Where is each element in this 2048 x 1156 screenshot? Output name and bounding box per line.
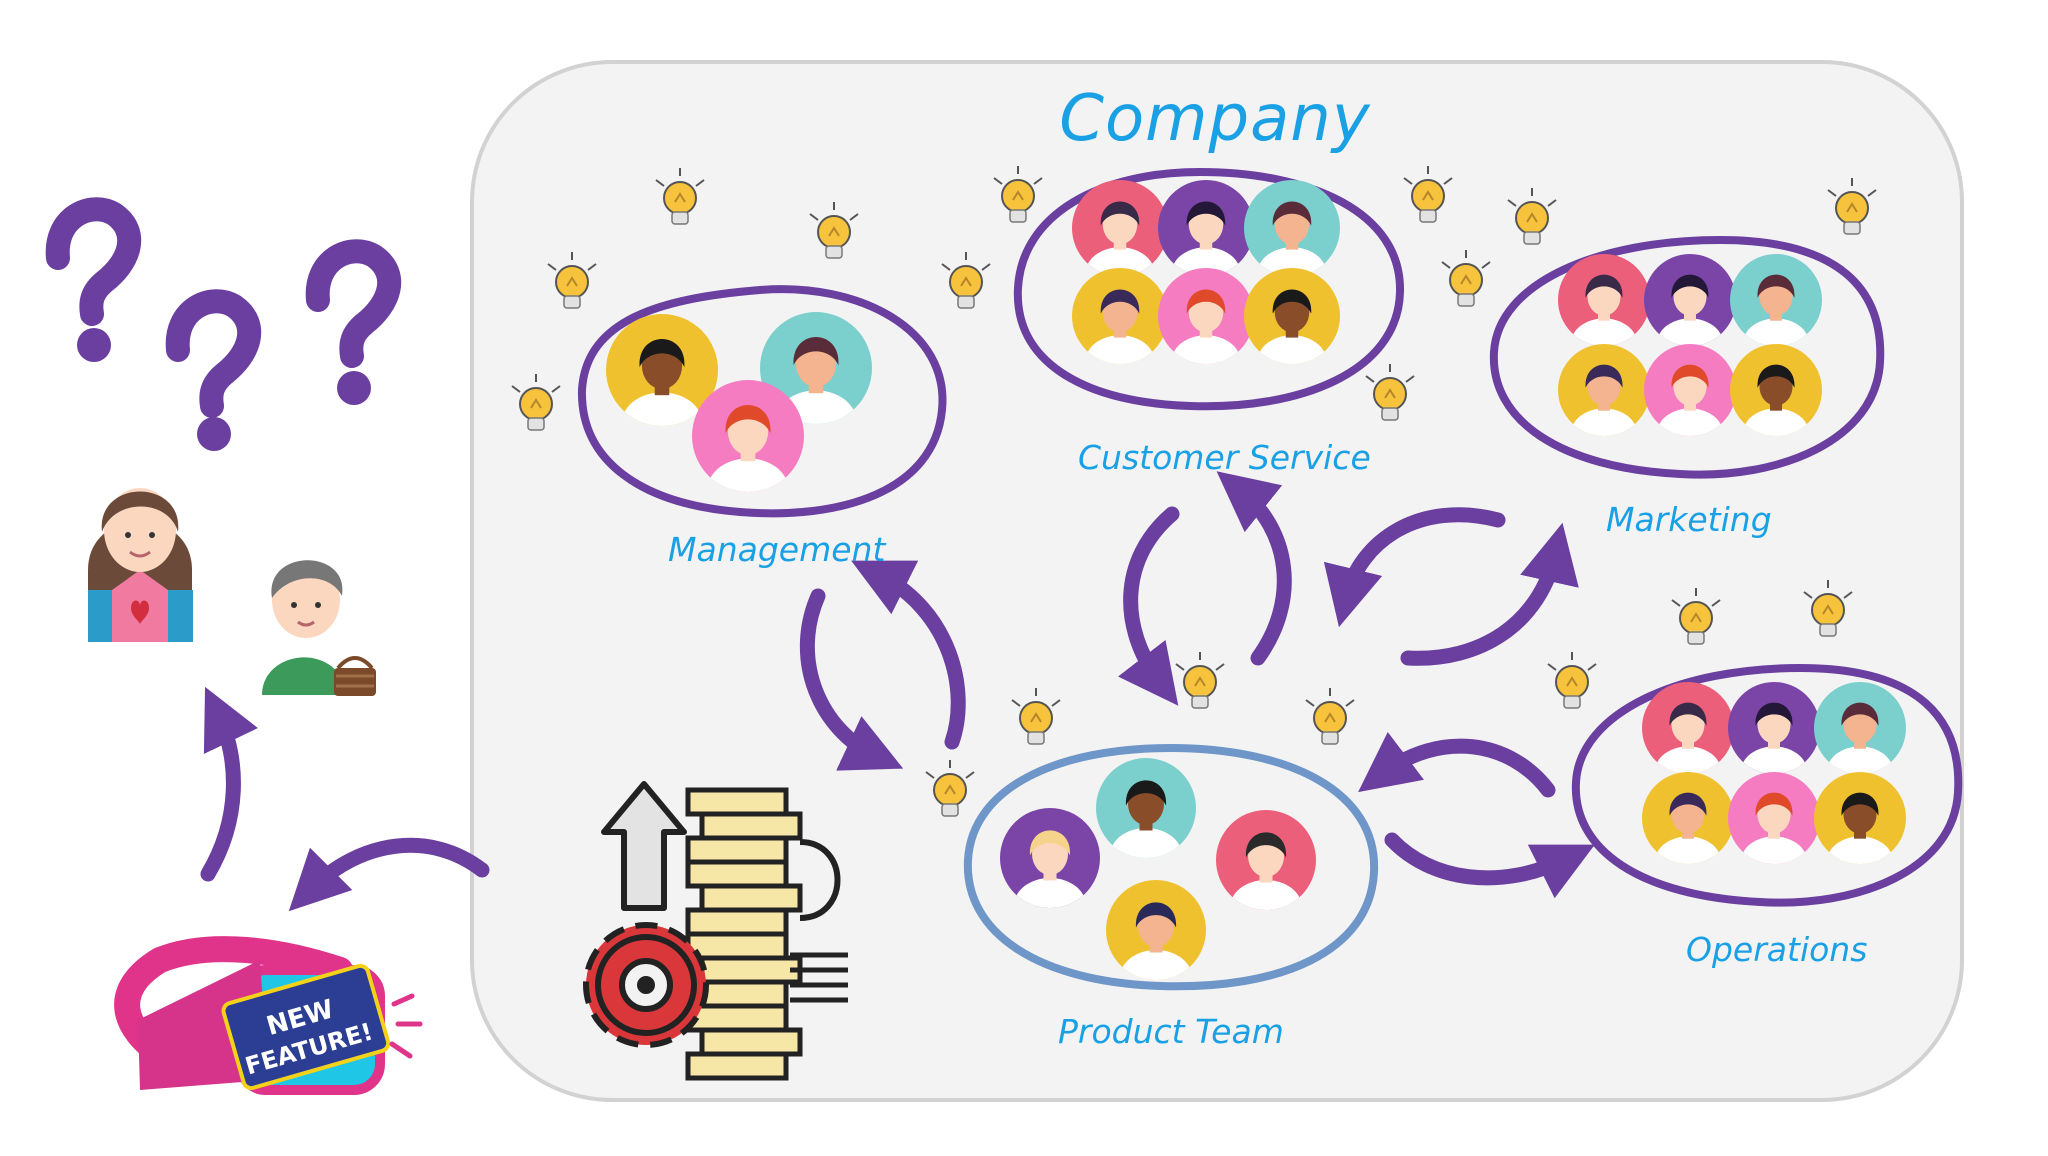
question-mark-icon bbox=[45, 197, 142, 362]
lightbulb-icon bbox=[993, 166, 1043, 223]
lightbulb-icon bbox=[1441, 250, 1491, 307]
arrow-product-to-operations bbox=[1384, 832, 1595, 899]
person-avatar-icon bbox=[1644, 254, 1736, 346]
group-ring-management bbox=[577, 285, 947, 518]
group-label-product-team: Product Team bbox=[1058, 1012, 1284, 1051]
arrow-operations-to-product bbox=[1358, 731, 1556, 798]
person-avatar-icon bbox=[1558, 344, 1650, 436]
coin-icon bbox=[685, 931, 789, 961]
person-avatar-icon bbox=[1730, 344, 1822, 436]
lightbulb-icon bbox=[1803, 580, 1853, 637]
arrow-company-to-headset bbox=[288, 837, 490, 912]
lightbulb-icon bbox=[809, 202, 859, 259]
customer-woman-icon bbox=[88, 488, 193, 642]
arrow-cs-to-marketing bbox=[1400, 522, 1579, 666]
group-ring-marketing bbox=[1489, 236, 1885, 479]
customer-boy-icon bbox=[262, 560, 376, 696]
person-avatar-icon bbox=[760, 312, 872, 424]
person-avatar-icon bbox=[1244, 268, 1340, 364]
coin-icon bbox=[699, 955, 803, 985]
lightbulb-icon bbox=[1507, 188, 1557, 245]
group-label-marketing: Marketing bbox=[1606, 500, 1772, 539]
lightbulb-icon bbox=[925, 760, 975, 817]
group-product-team bbox=[963, 744, 1379, 991]
lightbulb-icon bbox=[1547, 652, 1597, 709]
group-ring-customer-service bbox=[1013, 168, 1405, 411]
lightbulb-icon bbox=[1365, 364, 1415, 421]
coin-icon bbox=[685, 787, 789, 817]
arrow-product-to-cs bbox=[1216, 471, 1292, 666]
vr-headset-icon: NEW FEATURE! bbox=[114, 936, 423, 1095]
person-avatar-icon bbox=[1814, 682, 1906, 774]
person-avatar-icon bbox=[1642, 682, 1734, 774]
coin-icon bbox=[685, 1051, 789, 1081]
coin-icon bbox=[699, 883, 803, 913]
person-avatar-icon bbox=[1728, 682, 1820, 774]
group-operations bbox=[1571, 664, 1963, 907]
group-ring-product-team bbox=[963, 744, 1379, 991]
lightbulb-icon bbox=[655, 168, 705, 225]
person-avatar-icon bbox=[1072, 268, 1168, 364]
gear-icon bbox=[583, 922, 709, 1048]
group-label-customer-service: Customer Service bbox=[1078, 438, 1371, 477]
group-customer-service bbox=[1013, 168, 1405, 411]
lightbulb-icon bbox=[941, 252, 991, 309]
person-avatar-icon bbox=[1106, 880, 1206, 980]
person-avatar-icon bbox=[1558, 254, 1650, 346]
coin-icon bbox=[685, 859, 789, 889]
coin-icon bbox=[699, 1027, 803, 1057]
person-avatar-icon bbox=[1814, 772, 1906, 864]
person-avatar-icon bbox=[1644, 344, 1736, 436]
lightbulb-icon bbox=[1671, 588, 1721, 645]
growth-coins-icon bbox=[583, 781, 848, 1081]
person-avatar-icon bbox=[1730, 254, 1822, 346]
lightbulb-icon bbox=[547, 252, 597, 309]
arrow-cs-to-product bbox=[1117, 506, 1180, 706]
lightbulb-icon bbox=[1305, 688, 1355, 745]
coin-icon bbox=[699, 811, 803, 841]
person-avatar-icon bbox=[606, 314, 718, 426]
coin-icon bbox=[685, 835, 789, 865]
question-marks bbox=[45, 197, 402, 451]
person-avatar-icon bbox=[1642, 772, 1734, 864]
coin-icon bbox=[685, 1003, 789, 1033]
question-mark-icon bbox=[165, 289, 262, 451]
person-avatar-icon bbox=[1158, 268, 1254, 364]
arrow-headset-to-customers bbox=[200, 686, 259, 882]
lightbulb-icon bbox=[1175, 652, 1225, 709]
person-avatar-icon bbox=[692, 380, 804, 492]
lightbulb-icon bbox=[1011, 688, 1061, 745]
person-avatar-icon bbox=[1728, 772, 1820, 864]
person-avatar-icon bbox=[1096, 758, 1196, 858]
question-mark-icon bbox=[305, 239, 402, 405]
group-management bbox=[577, 285, 947, 518]
lightbulb-icon bbox=[511, 374, 561, 431]
person-avatar-icon bbox=[1216, 810, 1316, 910]
group-label-operations: Operations bbox=[1686, 930, 1868, 969]
company-title: Company bbox=[1059, 82, 1371, 156]
group-label-management: Management bbox=[668, 530, 886, 569]
group-marketing bbox=[1489, 236, 1885, 479]
arrow-management-to-product bbox=[799, 588, 904, 771]
lightbulb-icon bbox=[1403, 166, 1453, 223]
group-ring-operations bbox=[1571, 664, 1963, 907]
lightbulb-icon bbox=[1827, 178, 1877, 235]
coin-icon bbox=[685, 907, 789, 937]
arrow-marketing-to-cs bbox=[1323, 507, 1506, 628]
person-avatar-icon bbox=[1000, 808, 1100, 908]
arrow-product-to-management bbox=[851, 560, 966, 750]
